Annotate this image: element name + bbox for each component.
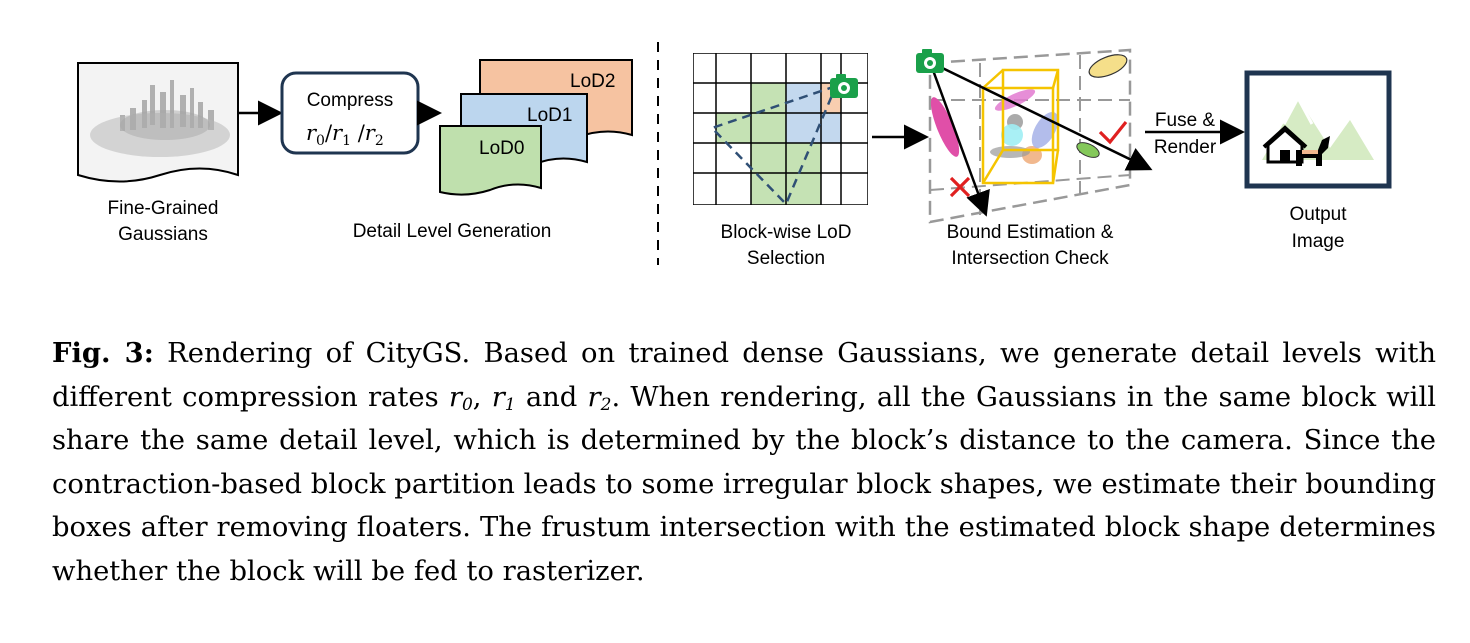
block-lod-label-line1: Block-wise LoD: [721, 222, 852, 243]
rate-r2: r2: [587, 381, 612, 415]
caption-label: Fig. 3:: [52, 337, 154, 369]
fine-grained-label-line1: Fine-Grained: [108, 198, 219, 219]
bound-label-line2: Intersection Check: [951, 248, 1109, 269]
fine-grained-label-line2: Gaussians: [118, 224, 208, 245]
pipeline-figure: Fine-Grained Gaussians Compress r0/r1 /r…: [77, 42, 1392, 269]
fine-grained-gaussians-image: [77, 62, 239, 183]
rate-r0: r0: [448, 381, 473, 415]
figure-caption: Fig. 3: Rendering of CityGS. Based on tr…: [52, 337, 1436, 587]
lod0-card: [439, 125, 542, 196]
bound-label-line1: Bound Estimation &: [947, 222, 1114, 243]
compress-label: Compress: [307, 90, 394, 111]
lod1-label: LoD1: [527, 105, 572, 126]
rate-r1: r1: [491, 381, 516, 415]
output-label-line1: Output: [1289, 204, 1347, 225]
output-label-line2: Image: [1292, 231, 1345, 252]
lod2-label: LoD2: [570, 71, 615, 92]
compress-rates: r0/r1 /r2: [306, 121, 384, 149]
bound-estimation-diagram: [928, 48, 1153, 224]
caption-text-1: Rendering of CityGS. Based on trained de…: [52, 338, 1436, 413]
camera-icon: [830, 74, 858, 98]
fuse-label-line1: Fuse &: [1155, 110, 1216, 131]
output-image: [1244, 70, 1392, 189]
caption-text-2: . When rendering, all the Gaus­sians in …: [52, 381, 1436, 587]
block-grid: [693, 53, 868, 207]
block-lod-label-line2: Selection: [747, 248, 825, 269]
camera-icon: [916, 49, 944, 73]
lod0-label: LoD0: [479, 138, 524, 159]
fuse-label-line2: Render: [1154, 137, 1217, 158]
detail-level-label: Detail Level Generation: [353, 221, 552, 242]
